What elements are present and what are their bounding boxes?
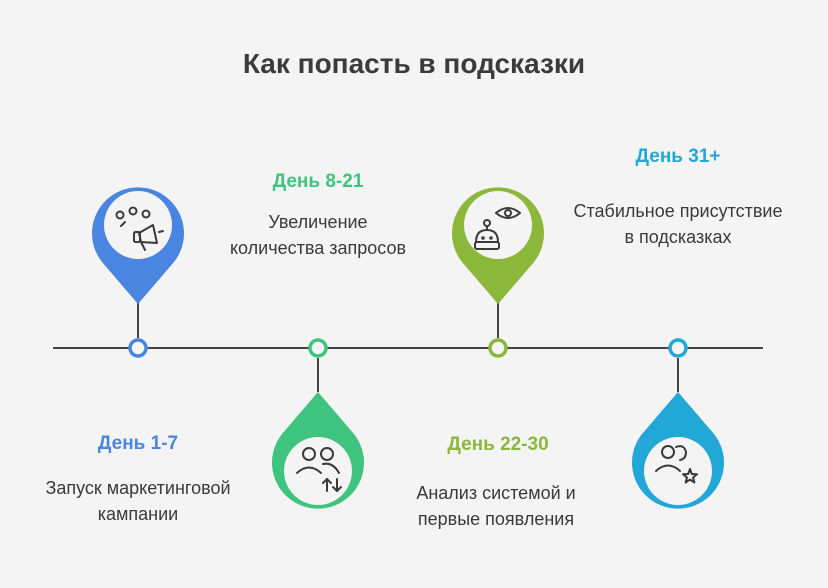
stage-pin-3 xyxy=(451,187,544,304)
timeline-node-3 xyxy=(488,338,508,358)
stage-4-day: День 31+ xyxy=(635,146,721,167)
stage-4-description: Стабильное присутствие в подсказках xyxy=(573,201,783,247)
stage-3-day: День 22-30 xyxy=(447,434,549,455)
stage-2-day: День 8-21 xyxy=(272,171,364,192)
users-arrows-icon xyxy=(296,447,342,492)
megaphone-icon xyxy=(115,206,164,251)
stage-1-day: День 1-7 xyxy=(97,433,179,454)
stage-pin-1 xyxy=(91,187,184,304)
users-star-icon xyxy=(655,445,698,484)
stage-1-description: Запуск маркетинговой кампании xyxy=(45,478,231,524)
stage-3-description: Анализ системой и первые появления xyxy=(416,483,576,529)
robot-eye-icon xyxy=(474,207,521,250)
timeline-node-4 xyxy=(668,338,688,358)
diagram-title: Как попасть в подсказки xyxy=(242,48,586,79)
timeline-node-1 xyxy=(128,338,148,358)
stage-pin-4 xyxy=(632,392,724,509)
stage-pin-2 xyxy=(272,392,364,509)
stage-2-description: Увеличение количества запросов xyxy=(229,212,407,258)
timeline-node-2 xyxy=(308,338,328,358)
